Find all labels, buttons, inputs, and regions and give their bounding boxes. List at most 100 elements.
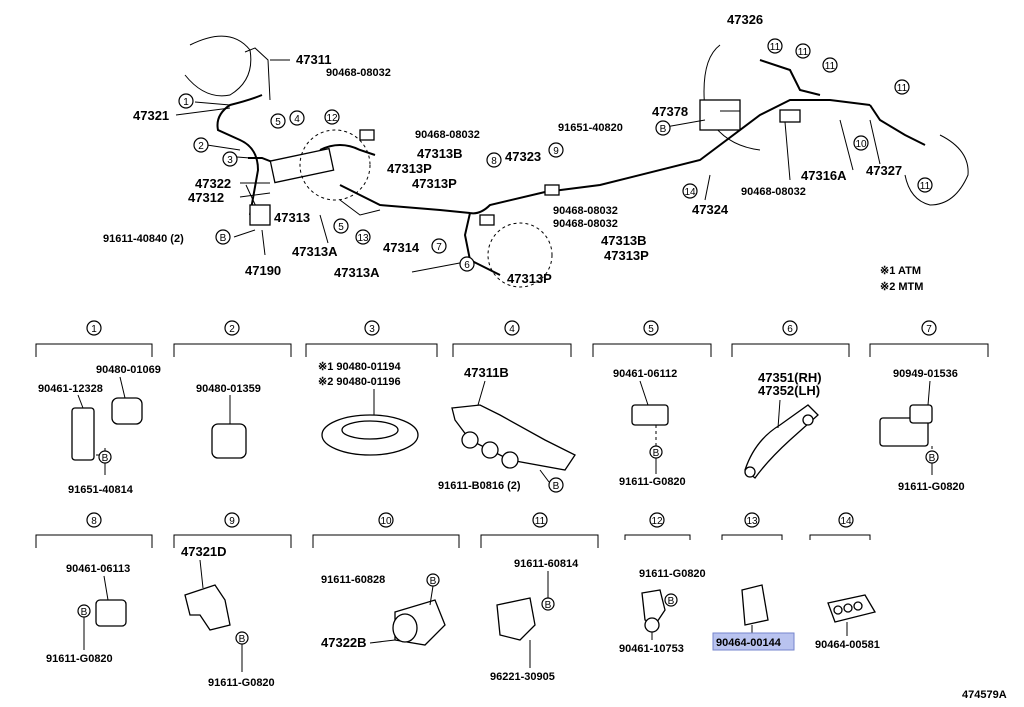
label-47313P-b: 47313P bbox=[412, 176, 457, 191]
svg-text:90461-06112: 90461-06112 bbox=[613, 368, 677, 380]
detail-12-header: 12 bbox=[649, 512, 665, 528]
label-90468-08032-c: 90468-08032 bbox=[553, 205, 618, 217]
callout-12-a: 12 bbox=[324, 109, 340, 125]
svg-text:B: B bbox=[553, 481, 560, 492]
svg-text:47352(LH): 47352(LH) bbox=[758, 383, 820, 398]
svg-text:14: 14 bbox=[684, 187, 696, 198]
svg-text:1: 1 bbox=[91, 324, 97, 335]
brake-line-assembly bbox=[175, 35, 969, 288]
label-47313P-c: 47313P bbox=[507, 271, 552, 286]
callout-11-a: 11 bbox=[767, 38, 783, 54]
svg-text:47311B: 47311B bbox=[464, 365, 509, 380]
svg-text:3: 3 bbox=[369, 324, 375, 335]
svg-text:B: B bbox=[653, 448, 660, 459]
svg-text:11: 11 bbox=[825, 61, 836, 72]
detail-9-header: 9 bbox=[224, 512, 240, 528]
svg-text:90461-06113: 90461-06113 bbox=[66, 563, 130, 575]
svg-text:11: 11 bbox=[897, 83, 908, 94]
svg-text:47322B: 47322B bbox=[321, 635, 367, 650]
detail-10-header: 10 bbox=[378, 512, 394, 528]
svg-text:2: 2 bbox=[229, 324, 235, 335]
svg-text:91611-G0820: 91611-G0820 bbox=[46, 653, 113, 665]
clamp-part bbox=[71, 407, 95, 461]
label-47324: 47324 bbox=[692, 202, 729, 217]
label-47312: 47312 bbox=[188, 190, 224, 205]
svg-text:B: B bbox=[239, 634, 246, 645]
highlighted-part-90464-00144 bbox=[712, 632, 795, 651]
detail-14-header: 14 bbox=[838, 512, 854, 528]
svg-text:3: 3 bbox=[227, 155, 233, 166]
svg-text:10: 10 bbox=[380, 516, 392, 527]
callout-5-b: 5 bbox=[333, 218, 349, 234]
detail-row-2: 8 9 10 11 12 13 14 90461-06113 B 91611-G… bbox=[35, 512, 880, 689]
callout-13-a: 13 bbox=[355, 229, 371, 245]
svg-text:B: B bbox=[929, 453, 936, 464]
svg-text:11: 11 bbox=[920, 181, 931, 192]
label-47313: 47313 bbox=[274, 210, 310, 225]
legend-atm: ※1 ATM bbox=[880, 265, 921, 277]
svg-text:91611-G0820: 91611-G0820 bbox=[898, 481, 965, 493]
svg-text:※1 90480-01194: ※1 90480-01194 bbox=[318, 361, 402, 373]
svg-text:96221-30905: 96221-30905 bbox=[490, 671, 555, 683]
callout-9-a: 9 bbox=[548, 142, 564, 158]
callout-11-e: 11 bbox=[917, 177, 933, 193]
svg-text:91611-G0820: 91611-G0820 bbox=[208, 677, 275, 689]
svg-text:47321D: 47321D bbox=[181, 544, 227, 559]
svg-text:1: 1 bbox=[183, 97, 189, 108]
label-47311: 47311 bbox=[296, 52, 331, 67]
detail-1-header: 1 bbox=[86, 320, 102, 336]
svg-text:B: B bbox=[430, 576, 437, 587]
callout-B-1: B bbox=[215, 229, 231, 245]
svg-text:91611-G0820: 91611-G0820 bbox=[619, 476, 686, 488]
svg-text:7: 7 bbox=[926, 324, 932, 335]
callout-11-b: 11 bbox=[795, 43, 811, 59]
label-47326: 47326 bbox=[727, 12, 763, 27]
label-47313B-b: 47313B bbox=[601, 233, 647, 248]
svg-text:91651-40814: 91651-40814 bbox=[68, 484, 134, 496]
detail-13-header: 13 bbox=[744, 512, 760, 528]
svg-text:7: 7 bbox=[436, 242, 442, 253]
svg-text:91611-60814: 91611-60814 bbox=[514, 558, 579, 570]
svg-text:47351(RH): 47351(RH) bbox=[758, 370, 822, 385]
svg-text:90949-01536: 90949-01536 bbox=[893, 368, 958, 380]
label-47313A-a: 47313A bbox=[292, 244, 338, 259]
svg-text:90464-00581: 90464-00581 bbox=[815, 639, 880, 651]
callout-6-a: 6 bbox=[459, 256, 475, 272]
callout-7-a: 7 bbox=[431, 238, 447, 254]
svg-text:B: B bbox=[220, 233, 227, 244]
svg-text:B: B bbox=[81, 607, 88, 618]
detail-11-header: 11 bbox=[532, 512, 548, 528]
svg-text:90461-10753: 90461-10753 bbox=[619, 643, 684, 655]
label-47316A: 47316A bbox=[801, 168, 847, 183]
svg-text:8: 8 bbox=[91, 516, 97, 527]
svg-text:B: B bbox=[668, 596, 675, 607]
callout-4: 4 bbox=[289, 110, 305, 126]
svg-text:4: 4 bbox=[294, 114, 300, 125]
svg-text:90461-12328: 90461-12328 bbox=[38, 383, 103, 395]
label-47323: 47323 bbox=[505, 149, 541, 164]
label-47321: 47321 bbox=[133, 108, 169, 123]
legend-mtm: ※2 MTM bbox=[880, 281, 923, 293]
detail-2-header: 2 bbox=[224, 320, 240, 336]
svg-text:5: 5 bbox=[648, 324, 654, 335]
grommet-part bbox=[111, 397, 143, 425]
figure-id: 474579A bbox=[962, 689, 1007, 701]
svg-text:8: 8 bbox=[491, 156, 497, 167]
svg-text:12: 12 bbox=[651, 516, 663, 527]
callout-2: 2 bbox=[193, 137, 209, 153]
svg-text:14: 14 bbox=[840, 516, 852, 527]
svg-text:90480-01069: 90480-01069 bbox=[96, 364, 161, 376]
label-47190: 47190 bbox=[245, 263, 281, 278]
detail-3-header: 3 bbox=[364, 320, 380, 336]
label-47313B-a: 47313B bbox=[417, 146, 463, 161]
detail-6-header: 6 bbox=[782, 320, 798, 336]
top-labels: 47311 47321 90468-08032 90468-08032 4731… bbox=[103, 12, 923, 293]
label-90468-08032-a: 90468-08032 bbox=[326, 67, 391, 79]
label-47327: 47327 bbox=[866, 163, 902, 178]
callout-1: 1 bbox=[178, 93, 194, 109]
label-90468-08032-e: 90468-08032 bbox=[741, 186, 806, 198]
svg-text:91611-60828: 91611-60828 bbox=[321, 574, 385, 586]
svg-text:91611-B0816 (2): 91611-B0816 (2) bbox=[438, 480, 521, 492]
label-90468-08032-b: 90468-08032 bbox=[415, 129, 480, 141]
callout-3: 3 bbox=[222, 151, 238, 167]
